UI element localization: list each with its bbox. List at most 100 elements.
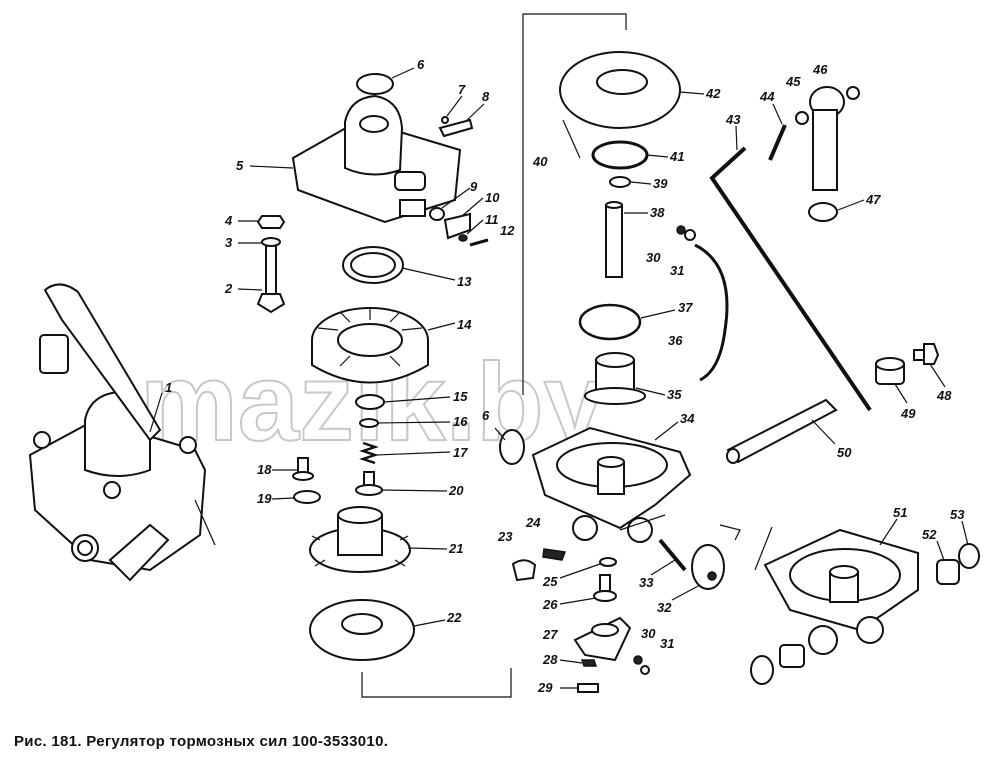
label-51: 51 xyxy=(893,505,907,520)
part-31-washer xyxy=(684,229,696,241)
label-27: 27 xyxy=(542,627,558,642)
assembly-bracket-top xyxy=(522,13,627,395)
part-41-o-ring xyxy=(591,140,649,170)
part-8-plate xyxy=(438,118,474,138)
assembly-arrow-head xyxy=(719,524,741,541)
part-30-washer xyxy=(676,225,686,235)
part-11-washer xyxy=(458,234,468,242)
label-3: 3 xyxy=(225,235,233,250)
part-7-pin xyxy=(441,116,449,124)
part-37-snap-ring xyxy=(578,303,642,341)
part-43-lever-rod xyxy=(709,146,872,412)
label-18: 18 xyxy=(257,462,272,477)
label-9: 9 xyxy=(470,179,478,194)
label-44: 44 xyxy=(759,89,775,104)
part-29-bolt xyxy=(577,683,599,693)
part-53-seal xyxy=(958,543,980,569)
part-30-lower-washer xyxy=(633,655,643,665)
label-50: 50 xyxy=(837,445,852,460)
part-17-spring xyxy=(359,441,379,465)
part-23-cap xyxy=(511,559,537,582)
label-11: 11 xyxy=(485,212,499,227)
part-51-bushing xyxy=(779,644,805,668)
label-47: 47 xyxy=(865,192,881,207)
label-41: 41 xyxy=(669,149,684,164)
part-6-cap xyxy=(356,73,394,95)
part-45-washer xyxy=(795,111,809,125)
label-6-top: 6 xyxy=(417,57,425,72)
label-31-upper: 31 xyxy=(670,263,684,278)
part-19-washer xyxy=(293,490,321,504)
label-13: 13 xyxy=(457,274,472,289)
label-19: 19 xyxy=(257,491,272,506)
label-46: 46 xyxy=(812,62,828,77)
label-33: 33 xyxy=(639,575,654,590)
label-52: 52 xyxy=(922,527,937,542)
assembly-bracket-bottom xyxy=(361,668,512,698)
part-13-seal-ring xyxy=(342,246,404,284)
part-46-washer xyxy=(846,86,860,100)
part-38-plunger xyxy=(605,201,623,278)
label-10: 10 xyxy=(485,190,500,205)
part-21-ribbed-bushing xyxy=(309,506,411,573)
part-20-valve xyxy=(355,471,383,496)
label-17: 17 xyxy=(453,445,468,460)
label-24: 24 xyxy=(525,515,541,530)
part-9-plug xyxy=(429,207,445,221)
figure-caption: Рис. 181. Регулятор тормозных сил 100-35… xyxy=(14,733,389,750)
label-6-seal: 6 xyxy=(482,408,490,423)
part-15-washer xyxy=(355,394,385,410)
label-26: 26 xyxy=(542,597,558,612)
part-10-bracket xyxy=(443,212,471,240)
label-30-upper: 30 xyxy=(646,250,661,265)
exploded-parts-diagram: mazik.by xyxy=(28,13,980,698)
part-1-assembled-regulator xyxy=(28,283,216,582)
label-23: 23 xyxy=(497,529,513,544)
part-51-lower-housing xyxy=(763,528,919,655)
part-32-cam xyxy=(691,544,725,590)
part-25-washer xyxy=(599,557,617,567)
part-34-base-housing xyxy=(531,426,692,543)
label-21: 21 xyxy=(448,541,463,556)
part-49-bushing xyxy=(875,357,905,385)
part-46-lever xyxy=(809,86,845,191)
label-5: 5 xyxy=(236,158,244,173)
part-31-lower-washer xyxy=(640,665,650,675)
label-48: 48 xyxy=(936,388,952,403)
label-43: 43 xyxy=(725,112,741,127)
label-12: 12 xyxy=(500,223,515,238)
label-32: 32 xyxy=(657,600,672,615)
label-4: 4 xyxy=(224,213,233,228)
part-2-bolt xyxy=(256,244,286,314)
label-37: 37 xyxy=(678,300,693,315)
part-48-bolt xyxy=(913,343,940,365)
part-4-nut xyxy=(256,215,286,229)
part-18-pin xyxy=(292,457,314,481)
label-53: 53 xyxy=(950,507,965,522)
label-31-lower: 31 xyxy=(660,636,674,651)
part-50-shaft-tube xyxy=(726,398,838,464)
part-52-bushing xyxy=(936,559,960,585)
part-36-tube xyxy=(694,243,729,382)
label-45: 45 xyxy=(785,74,801,89)
label-28: 28 xyxy=(542,652,558,667)
label-34: 34 xyxy=(680,411,695,426)
label-30-lower: 30 xyxy=(641,626,656,641)
part-number-labels: 1 2 3 4 5 6 7 8 9 10 11 12 13 14 15 16 1… xyxy=(149,57,969,695)
label-8: 8 xyxy=(482,89,490,104)
label-25: 25 xyxy=(542,574,558,589)
part-35-sleeve xyxy=(584,352,646,405)
part-3-washer xyxy=(261,237,281,247)
label-42: 42 xyxy=(705,86,721,101)
label-7: 7 xyxy=(458,82,466,97)
part-42-diaphragm xyxy=(559,51,681,129)
part-24-spring-pin xyxy=(542,548,567,561)
label-49: 49 xyxy=(900,406,916,421)
part-26-screw xyxy=(593,574,617,602)
label-40: 40 xyxy=(532,154,548,169)
label-38: 38 xyxy=(650,205,665,220)
label-35: 35 xyxy=(667,387,682,402)
part-28-nut xyxy=(580,659,598,667)
part-14-ribbed-piston xyxy=(311,307,429,384)
label-20: 20 xyxy=(448,483,464,498)
